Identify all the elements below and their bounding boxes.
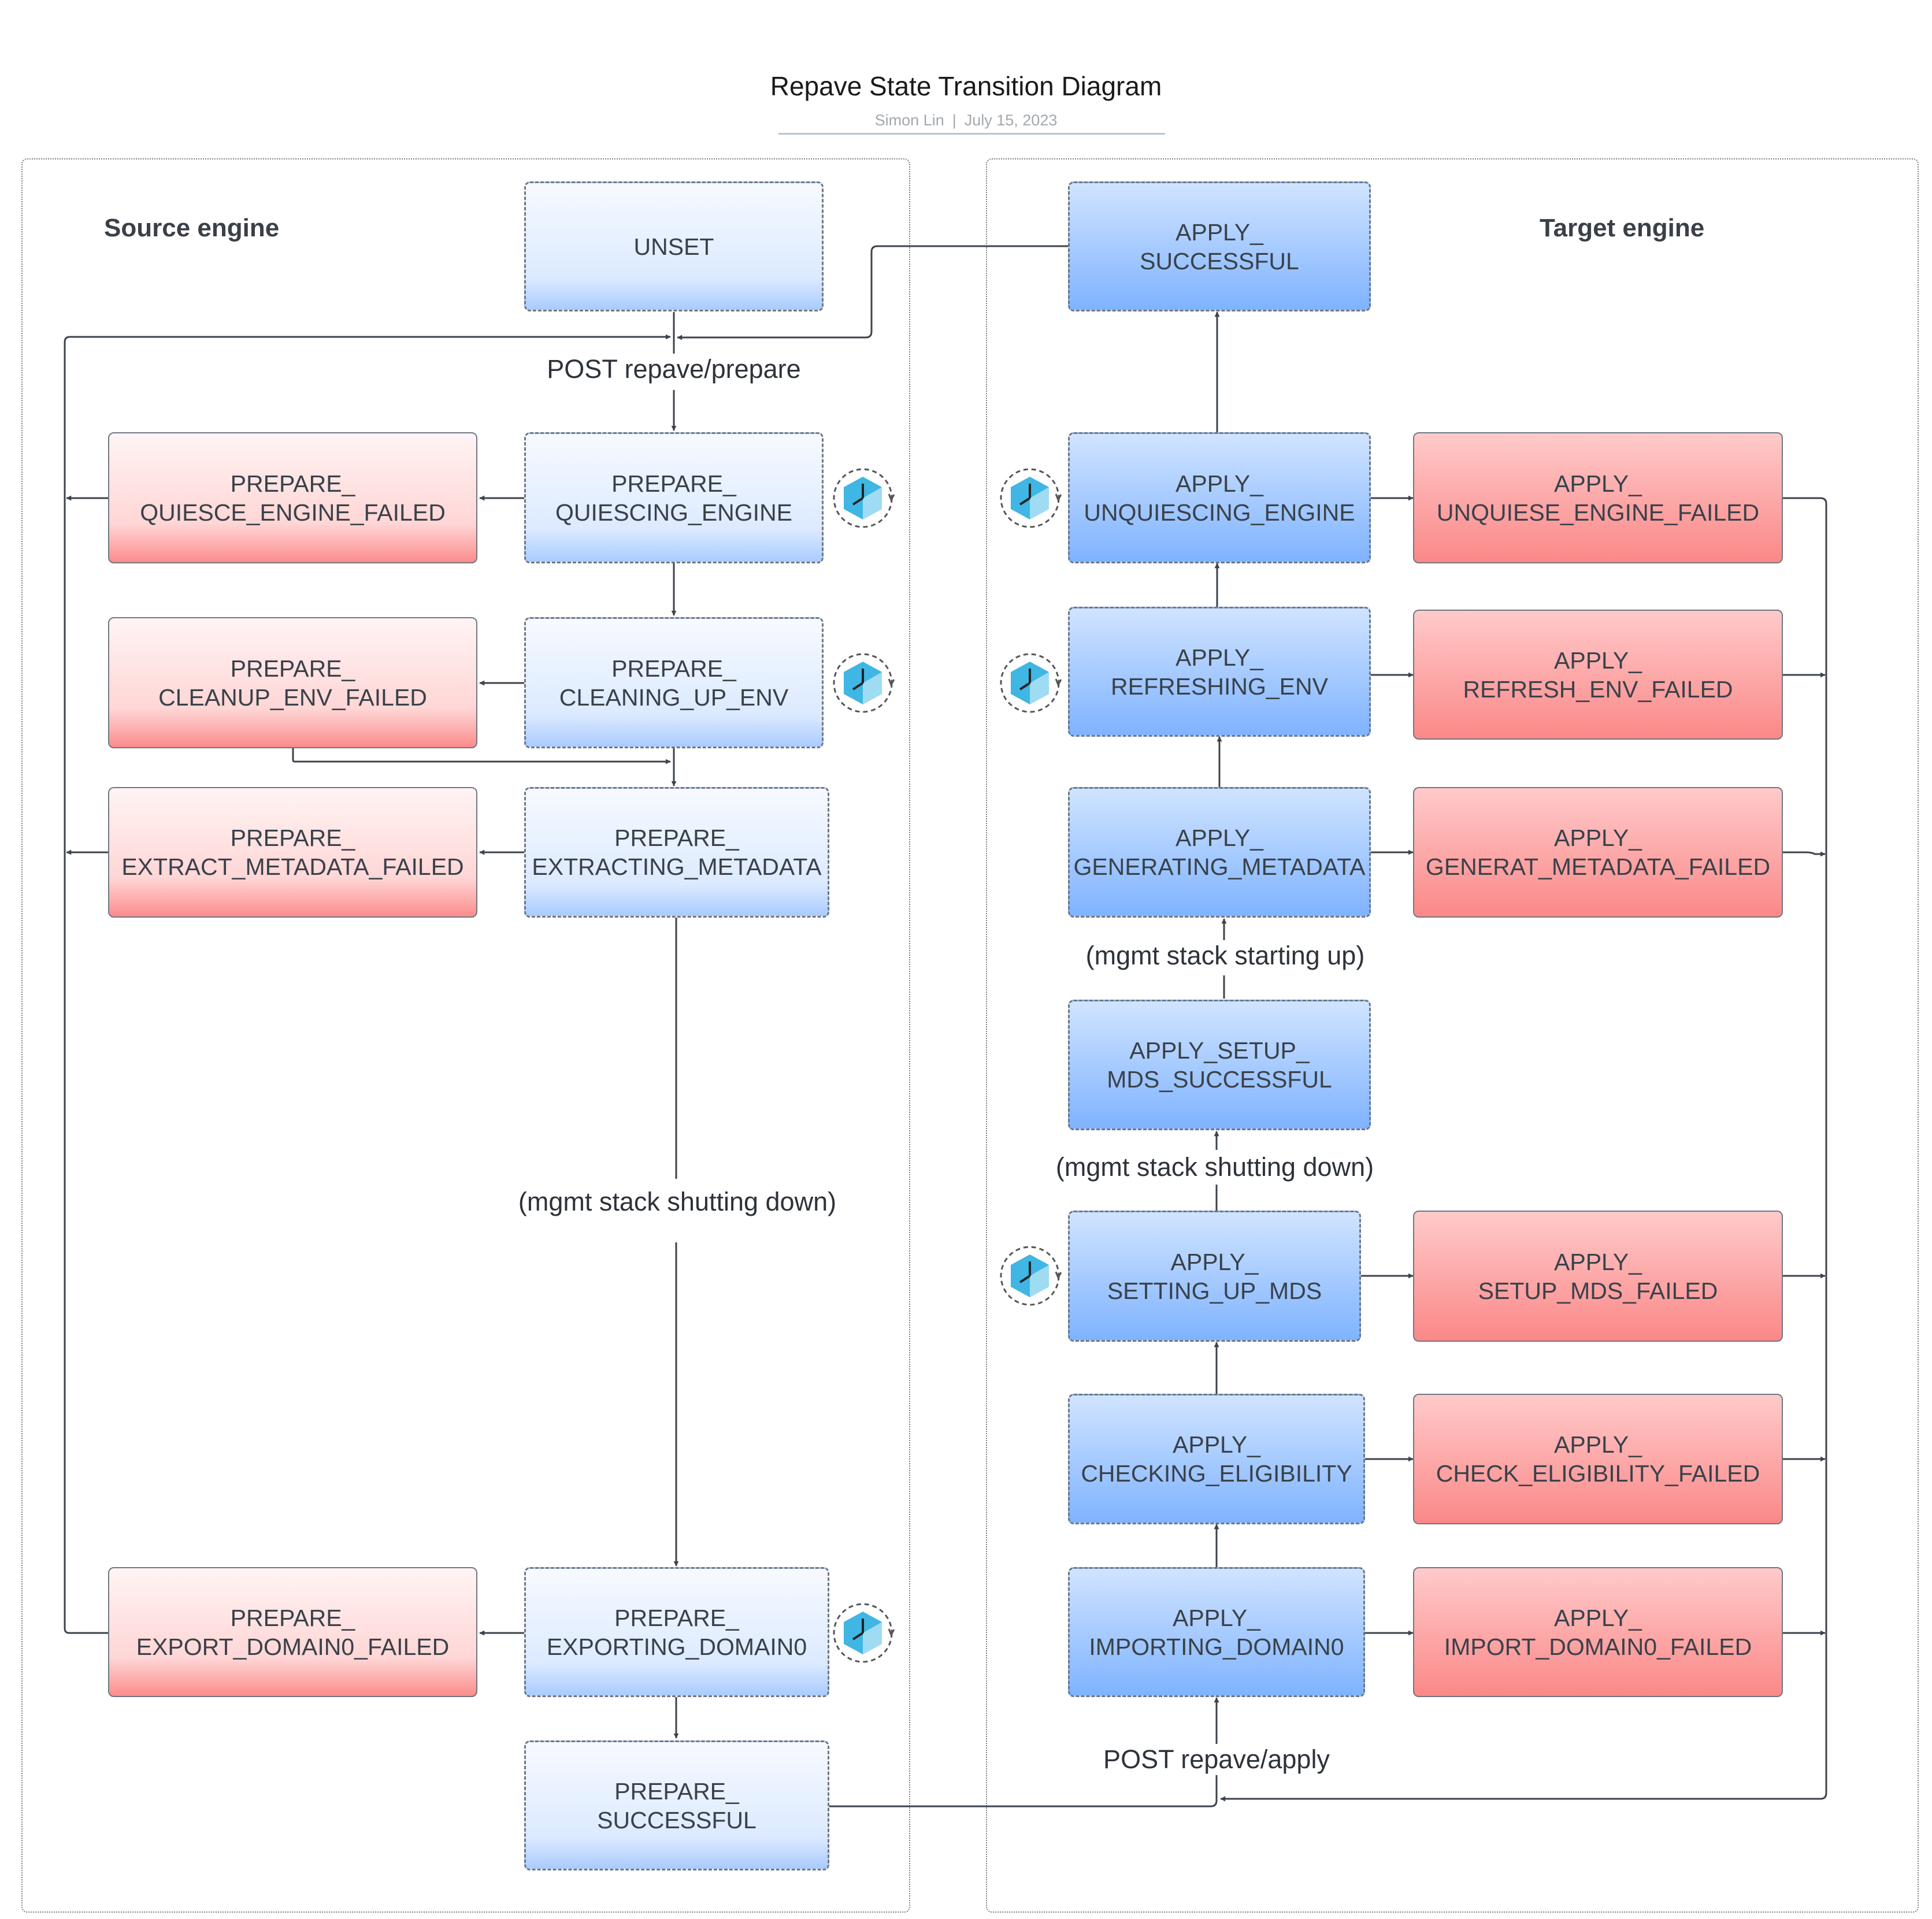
timer-icon: [833, 468, 895, 528]
state-prepare-exporting-domain0: PREPARE_EXPORTING_DOMAIN0: [524, 1567, 829, 1697]
state-apply-generating-metadata: APPLY_GENERATING_METADATA: [1068, 787, 1371, 918]
state-prepare-quiesce-engine-failed: PREPARE_QUIESCE_ENGINE_FAILED: [108, 432, 477, 563]
state-prepare-cleaning-up-env: PREPARE_CLEANING_UP_ENV: [524, 617, 824, 748]
edge-applysuccess-to-prepare: [677, 245, 1068, 340]
state-apply-setting-up-mds: APPLY_SETTING_UP_MDS: [1068, 1211, 1361, 1342]
diagram-subtitle: Simon Lin|July 15, 2023: [874, 112, 1058, 129]
target-engine-container: [986, 158, 1919, 1913]
edge-target-retry-bus: [1220, 497, 1827, 1802]
diagram-title: Repave State Transition Diagram: [770, 71, 1162, 101]
timer-icon: [833, 653, 895, 713]
target-engine-label: Target engine: [1540, 214, 1705, 242]
edge-source-retry-loop: [64, 334, 671, 1634]
state-apply-setup-mds-successful: APPLY_SETUP_MDS_SUCCESSFUL: [1068, 1000, 1371, 1130]
state-prepare-extracting-metadata: PREPARE_EXTRACTING_METADATA: [524, 787, 829, 918]
state-prepare-extract-metadata-failed: PREPARE_EXTRACT_METADATA_FAILED: [108, 787, 477, 918]
label-target-startup: (mgmt stack starting up): [1085, 940, 1365, 971]
state-apply-unquiescing-engine: APPLY_UNQUIESCING_ENGINE: [1068, 432, 1371, 563]
source-engine-container: [21, 158, 910, 1913]
timer-icon: [1000, 653, 1062, 713]
edge-cleanupfailed-to-extracting: [292, 748, 671, 764]
state-apply-generat-metadata-failed: APPLY_GENERAT_METADATA_FAILED: [1413, 787, 1783, 918]
state-prepare-successful: PREPARE_SUCCESSFUL: [524, 1740, 829, 1870]
label-post-prepare: POST repave/prepare: [547, 354, 801, 385]
state-apply-setup-mds-failed: APPLY_SETUP_MDS_FAILED: [1413, 1211, 1783, 1342]
diagram-date: July 15, 2023: [964, 112, 1058, 129]
state-apply-unquiese-engine-failed: APPLY_UNQUIESE_ENGINE_FAILED: [1413, 432, 1783, 563]
timer-icon: [1000, 468, 1062, 528]
state-prepare-cleanup-env-failed: PREPARE_CLEANUP_ENV_FAILED: [108, 617, 477, 748]
state-apply-refresh-env-failed: APPLY_REFRESH_ENV_FAILED: [1413, 610, 1783, 740]
timer-icon: [833, 1603, 895, 1663]
title-underline: [778, 133, 1165, 135]
state-prepare-export-domain0-failed: PREPARE_EXPORT_DOMAIN0_FAILED: [108, 1567, 477, 1697]
state-apply-refreshing-env: APPLY_REFRESHING_ENV: [1068, 607, 1371, 737]
author-name: Simon Lin: [874, 112, 944, 129]
label-target-shutdown: (mgmt stack shutting down): [1055, 1152, 1374, 1183]
label-post-apply: POST repave/apply: [1103, 1744, 1330, 1775]
state-apply-check-eligibility-failed: APPLY_CHECK_ELIGIBILITY_FAILED: [1413, 1394, 1783, 1524]
state-unset: UNSET: [524, 181, 824, 311]
edge-preparesuccess-to-apply: [828, 1751, 1218, 1807]
state-apply-checking-eligibility: APPLY_CHECKING_ELIGIBILITY: [1068, 1394, 1365, 1524]
state-apply-import-domain0-failed: APPLY_IMPORT_DOMAIN0_FAILED: [1413, 1567, 1783, 1697]
label-source-shutdown: (mgmt stack shutting down): [518, 1186, 837, 1218]
state-apply-importing-domain0: APPLY_IMPORTING_DOMAIN0: [1068, 1567, 1365, 1697]
state-apply-successful: APPLY_SUCCESSFUL: [1068, 181, 1371, 311]
timer-icon: [1000, 1246, 1062, 1306]
state-prepare-quiescing-engine: PREPARE_QUIESCING_ENGINE: [524, 432, 824, 563]
source-engine-label: Source engine: [104, 214, 280, 242]
